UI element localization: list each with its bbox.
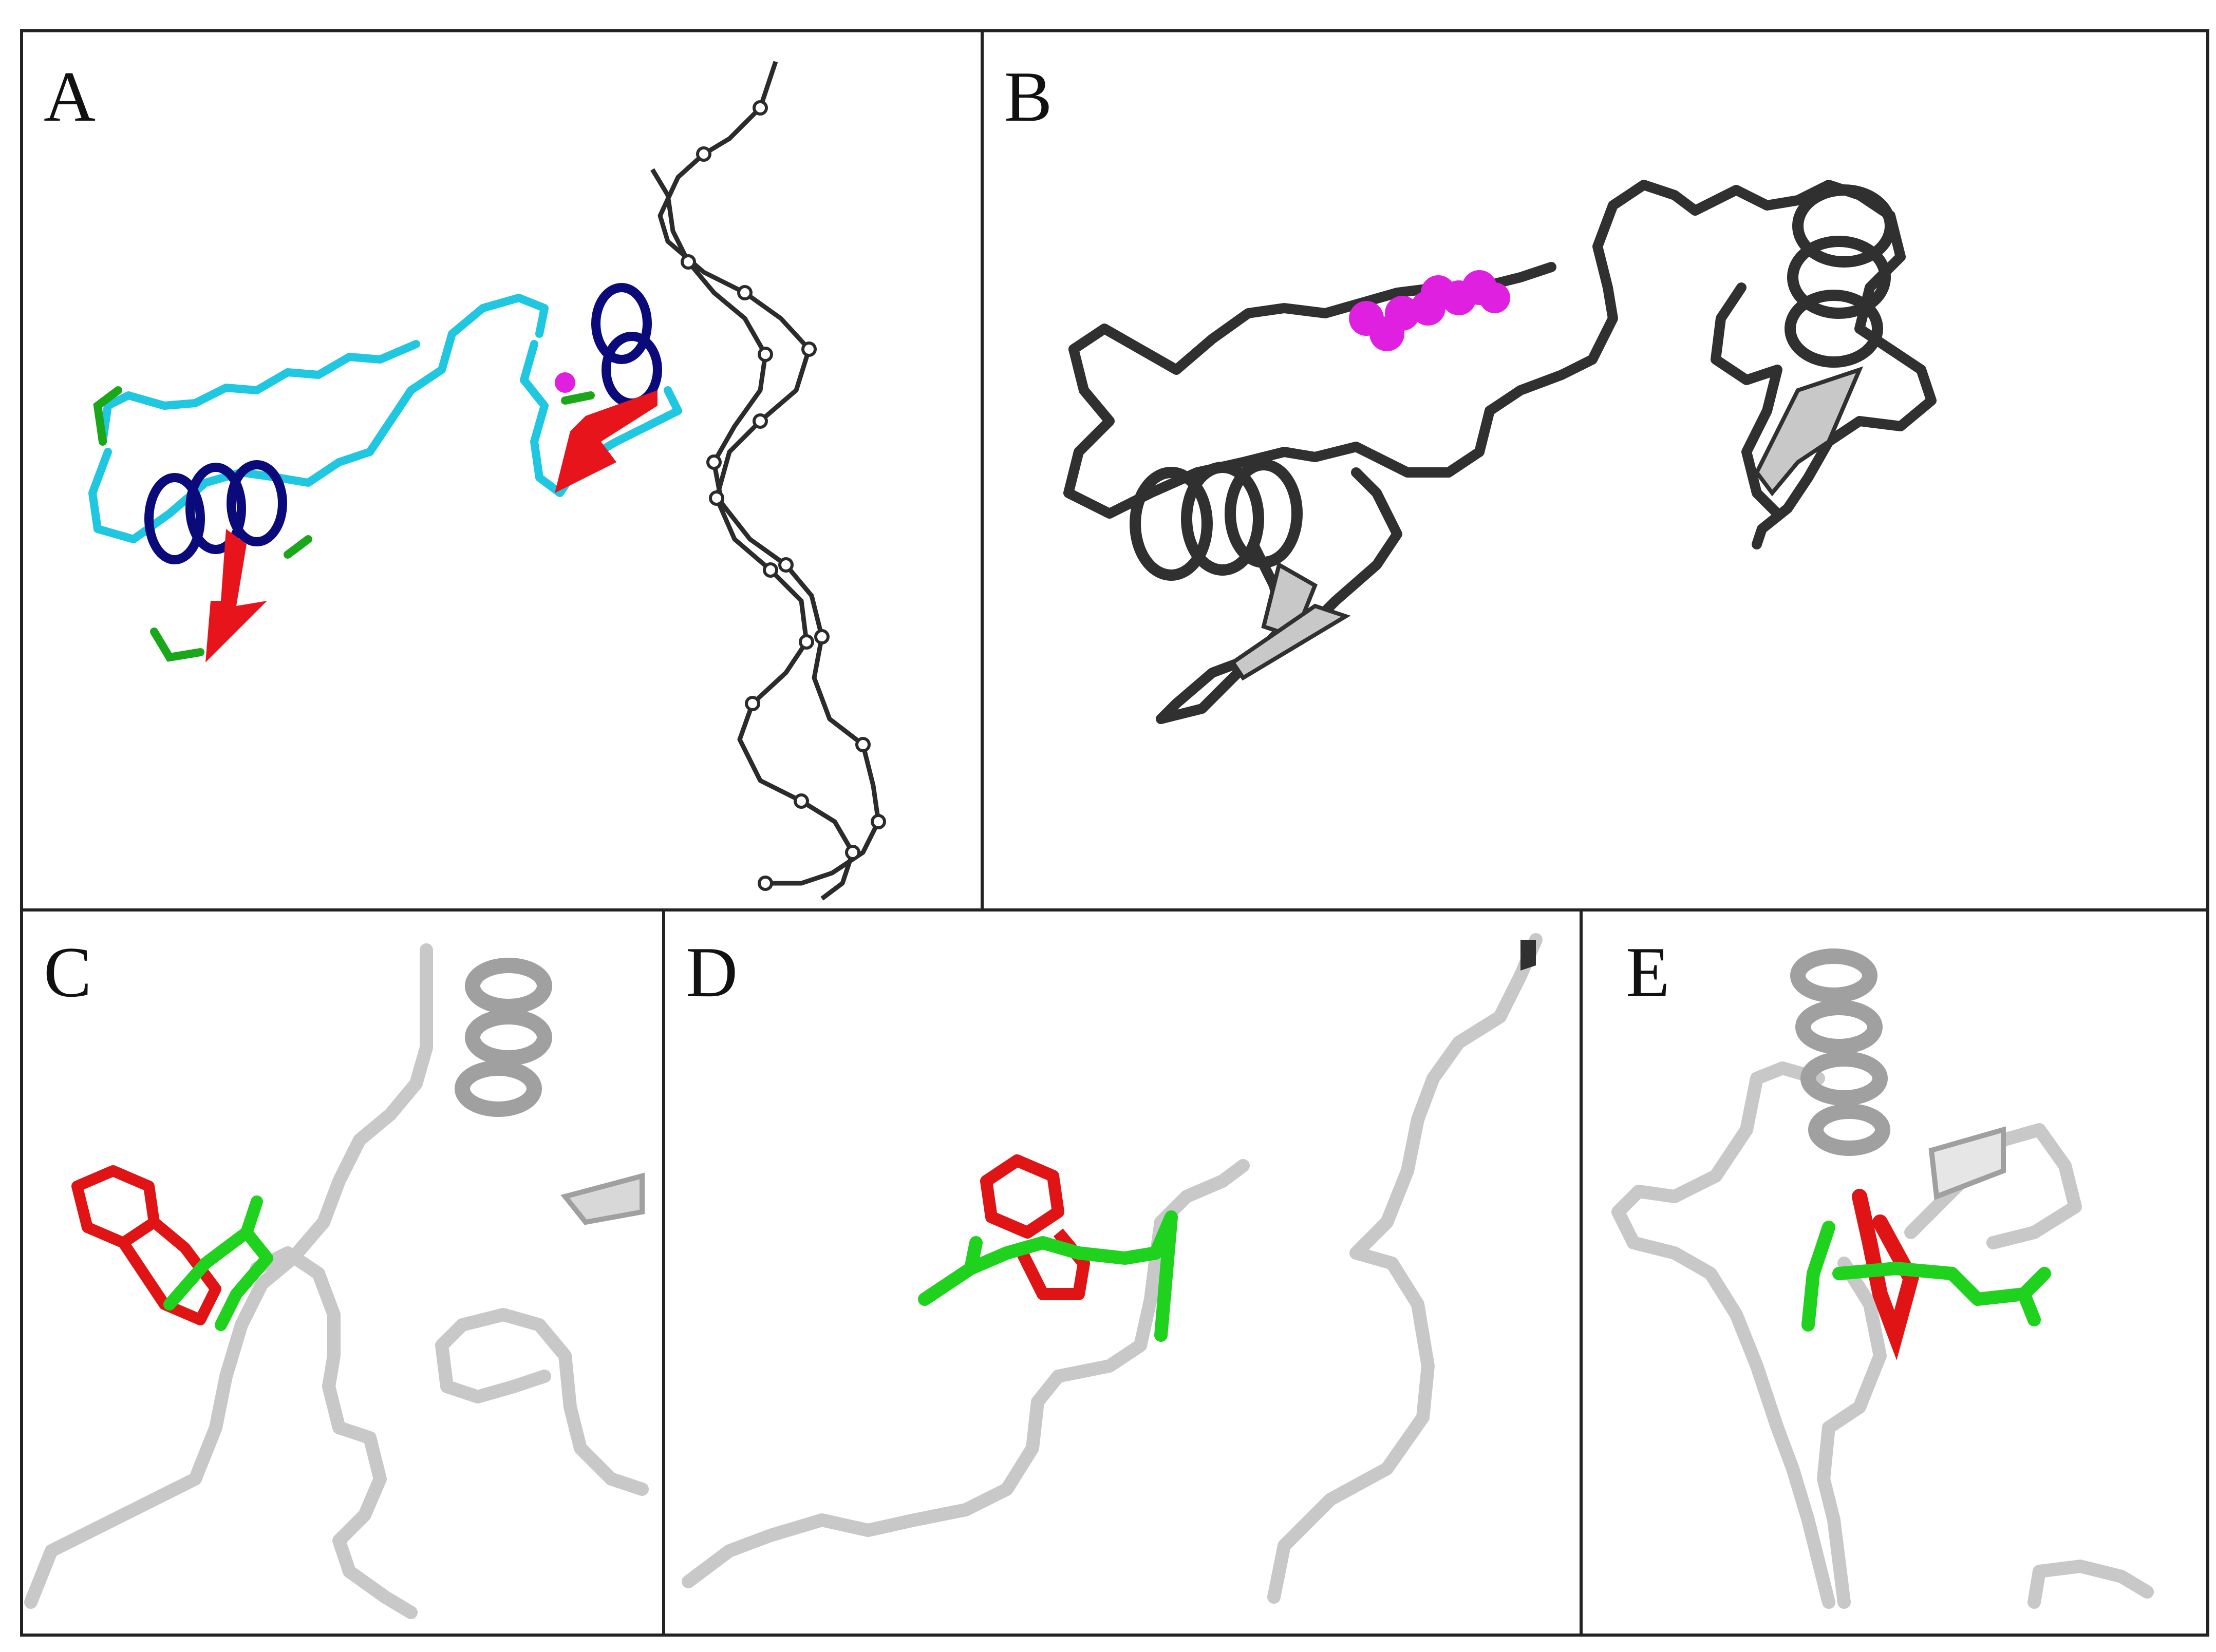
dna-bead <box>763 562 778 578</box>
strand-icon <box>1928 1126 2006 1200</box>
ligand-atom <box>1479 282 1510 313</box>
ribbon-tip <box>1520 940 1536 971</box>
residue-chain <box>163 1195 273 1331</box>
panel-e-structure <box>1611 948 2154 1609</box>
panel-c-frame <box>20 908 665 1637</box>
strand-icon <box>205 390 658 662</box>
ribbon-backbone <box>1154 1159 1250 1229</box>
panel-e-frame <box>1580 908 2209 1637</box>
dna-bead <box>753 100 768 116</box>
dna-bead <box>758 347 773 362</box>
panel-label-a: A <box>44 57 96 137</box>
panel-label-e: E <box>1626 933 1670 1012</box>
dna-bead <box>758 876 773 891</box>
panel-a-structure <box>88 61 886 901</box>
ribbon-backbone <box>1690 180 1937 549</box>
dna-bead <box>737 285 753 300</box>
dna-helix-icon <box>650 61 881 901</box>
dna-bead <box>753 413 768 429</box>
strand-icon <box>1230 366 1864 681</box>
ligand-spheres <box>1349 270 1510 351</box>
dna-bead <box>799 634 814 650</box>
dna-bead <box>855 737 871 752</box>
dna-bead <box>706 454 722 470</box>
dna-bead <box>778 557 794 573</box>
dna-bead <box>696 146 711 162</box>
residue-ring <box>980 1154 1090 1300</box>
coil-segment <box>88 294 549 543</box>
ligand-marker <box>555 372 575 393</box>
panel-label-d: D <box>686 933 738 1012</box>
dna-bead <box>845 845 860 860</box>
dna-bead <box>814 629 830 644</box>
helix-icon <box>144 283 662 564</box>
coil-segment <box>99 340 420 446</box>
ribbon-backbone <box>24 943 433 1609</box>
panel-label-b: B <box>1004 57 1052 137</box>
dna-bead <box>681 254 696 270</box>
ribbon-backbone <box>1817 1257 1887 1609</box>
panel-label-c: C <box>44 933 91 1012</box>
dna-bead <box>709 490 724 506</box>
ribbon-backbone <box>1711 282 1782 519</box>
panel-c-structure <box>24 943 649 1619</box>
panel-a-frame <box>20 29 984 912</box>
ribbon-backbone <box>435 1308 649 1496</box>
ribbon-backbone <box>682 1216 1168 1588</box>
panel-d-structure <box>682 933 1543 1604</box>
dna-bead <box>745 696 760 711</box>
ribbon-backbone <box>2027 1560 2154 1609</box>
helix-icon <box>455 958 552 1117</box>
ribbon-backbone <box>250 1246 418 1619</box>
dna-bead <box>794 793 809 809</box>
helix-icon <box>1790 948 1890 1156</box>
dna-bead <box>871 814 886 829</box>
ribbon-backbone <box>1267 933 1543 1604</box>
dna-phosphate-beads <box>681 100 886 891</box>
strand-icon <box>560 1172 645 1225</box>
residue-ring <box>71 1165 221 1325</box>
ribbon-backbone <box>1063 180 1700 519</box>
panel-frames <box>20 29 2209 1637</box>
turn-segment <box>93 386 595 662</box>
panel-b-structure <box>1063 180 1937 724</box>
dna-bead <box>801 341 817 357</box>
residue-chain <box>918 1210 1178 1342</box>
coil-segment <box>520 340 682 497</box>
ribbon-backbone <box>1611 1061 1835 1609</box>
residue-chain <box>1801 1221 2051 1332</box>
